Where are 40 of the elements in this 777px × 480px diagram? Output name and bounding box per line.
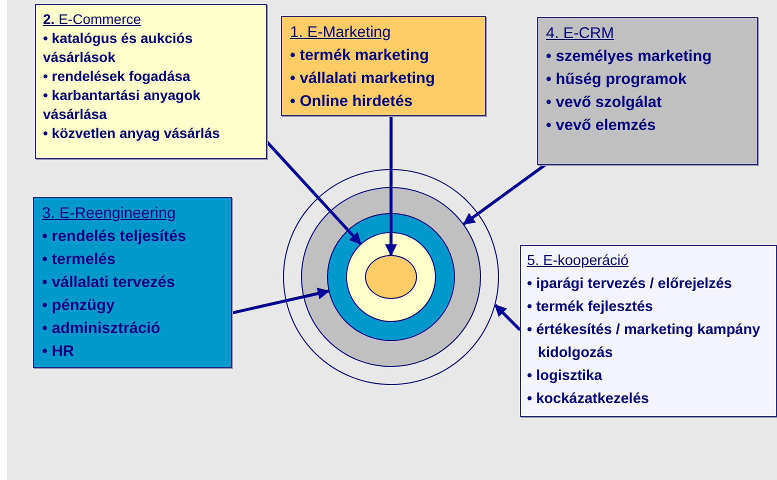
list-item: • iparági tervezés / előrejelzés (527, 275, 733, 294)
category-box (35, 4, 267, 159)
list-item: • rendelés teljesítés (42, 227, 188, 247)
arrow (494, 304, 522, 332)
list-item: • hűség programok (546, 70, 688, 90)
arrow (232, 288, 330, 314)
list-item: • értékesítés / marketing kampány kidolgozás (527, 321, 762, 363)
list-item: • katalógus és aukciós vásárlások (43, 29, 194, 67)
list-item: • vállalati tervezés (42, 273, 176, 293)
category-box (33, 197, 232, 368)
category-box (281, 16, 486, 116)
list-item: • termelés (42, 250, 116, 270)
list-item: • rendelések fogadása (43, 67, 192, 86)
category-box (537, 17, 758, 165)
arrow (266, 140, 362, 245)
box-heading: 3. E-Reengineering (42, 204, 177, 224)
box-heading: 2. E-Commerce (43, 10, 142, 29)
list-item: • logisztika (527, 367, 604, 386)
list-item: • karbantartási anyagok vásárlása (43, 86, 202, 124)
outer-ring (283, 169, 499, 385)
list-item: • vevő szolgálat (546, 93, 663, 113)
list-item: • termék fejlesztés (527, 298, 654, 317)
ring (346, 232, 436, 322)
arrow (462, 164, 546, 226)
list-item: • pénzügy (42, 296, 116, 316)
category-box (520, 245, 777, 417)
list-item: • vállalati marketing (290, 69, 436, 89)
arrow (385, 116, 398, 256)
box-heading: 4. E-CRM (546, 24, 616, 44)
center-ellipse (365, 255, 417, 299)
list-item: • kockázatkezelés (527, 390, 650, 409)
list-item: • személyes marketing (546, 47, 713, 67)
list-item: • vevő elemzés (546, 116, 657, 136)
box-heading: 5. E-kooperáció (527, 252, 630, 271)
list-item: • adminisztráció (42, 319, 162, 339)
box-heading: 1. E-Marketing (290, 23, 392, 43)
list-item: • közvetlen anyag vásárlás (43, 124, 221, 143)
list-item: • Online hirdetés (290, 92, 414, 112)
list-item: • termék marketing (290, 46, 430, 66)
list-item: • HR (42, 342, 76, 362)
